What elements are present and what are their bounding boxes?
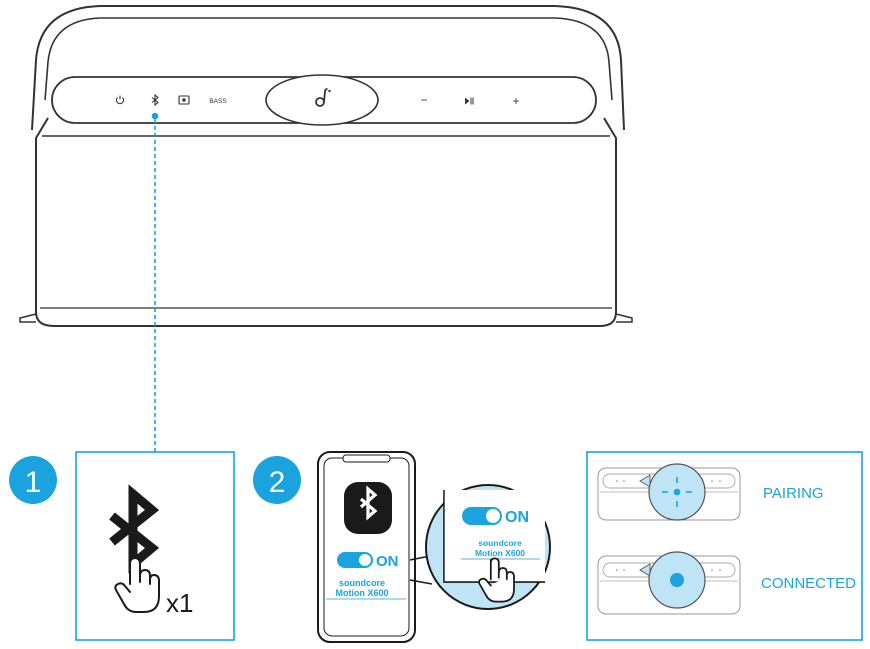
volume-up-button[interactable]: + bbox=[512, 94, 519, 108]
toggle-state-label-phone: ON bbox=[376, 553, 399, 570]
step-1-badge: 1 bbox=[9, 456, 57, 504]
hand-press-icon bbox=[114, 557, 160, 613]
pairing-label: PAIRING bbox=[763, 485, 824, 502]
bluetooth-callout-line bbox=[151, 112, 159, 452]
volume-down-button[interactable]: − bbox=[420, 93, 427, 107]
speaker-handle bbox=[31, 5, 625, 131]
status-panel: PAIRING CONNECTED bbox=[586, 451, 863, 641]
step-2-zoom-callout: ON soundcore Motion X600 bbox=[409, 484, 551, 610]
bass-label: BASS bbox=[209, 98, 227, 105]
toggle-state-label-zoom: ON bbox=[505, 509, 529, 526]
step-2-number: 2 bbox=[269, 466, 286, 499]
soundcore-logo-button[interactable] bbox=[265, 74, 379, 126]
device-name-line1-zoom: soundcore bbox=[478, 538, 522, 548]
step-1-number: 1 bbox=[25, 466, 42, 499]
bluetooth-large-icon bbox=[109, 484, 160, 574]
step-1-panel: x1 bbox=[75, 451, 235, 641]
device-name-line2-zoom: Motion X600 bbox=[475, 548, 525, 558]
speaker-pairing-mini bbox=[597, 463, 741, 521]
step-2-badge: 2 bbox=[253, 456, 301, 504]
bluetooth-toggle-phone[interactable]: ON bbox=[337, 552, 399, 570]
speaker-connected-mini bbox=[597, 551, 741, 615]
connected-solid-light-icon bbox=[670, 573, 684, 587]
connected-label: CONNECTED bbox=[761, 575, 856, 592]
speaker-body bbox=[35, 117, 617, 327]
bluetooth-app-icon bbox=[344, 482, 392, 534]
hand-tap-icon bbox=[478, 557, 515, 603]
bluetooth-toggle-zoom[interactable]: ON bbox=[462, 507, 529, 526]
speaker-illustration: BASS − + bbox=[19, 5, 633, 327]
pairing-blink-icon bbox=[662, 477, 692, 507]
play-pause-icon[interactable] bbox=[465, 97, 474, 105]
press-count-label: x1 bbox=[166, 588, 193, 618]
bluetooth-icon[interactable] bbox=[151, 93, 159, 107]
step-2-phone: ON soundcore Motion X600 bbox=[317, 451, 416, 643]
power-icon[interactable] bbox=[115, 95, 125, 105]
device-name-line2-phone: Motion X600 bbox=[335, 588, 388, 598]
mode-icon[interactable] bbox=[178, 95, 190, 105]
device-name-line1-phone: soundcore bbox=[339, 578, 385, 588]
soundcore-logo-icon bbox=[315, 88, 331, 107]
bass-button[interactable]: BASS bbox=[209, 98, 227, 105]
